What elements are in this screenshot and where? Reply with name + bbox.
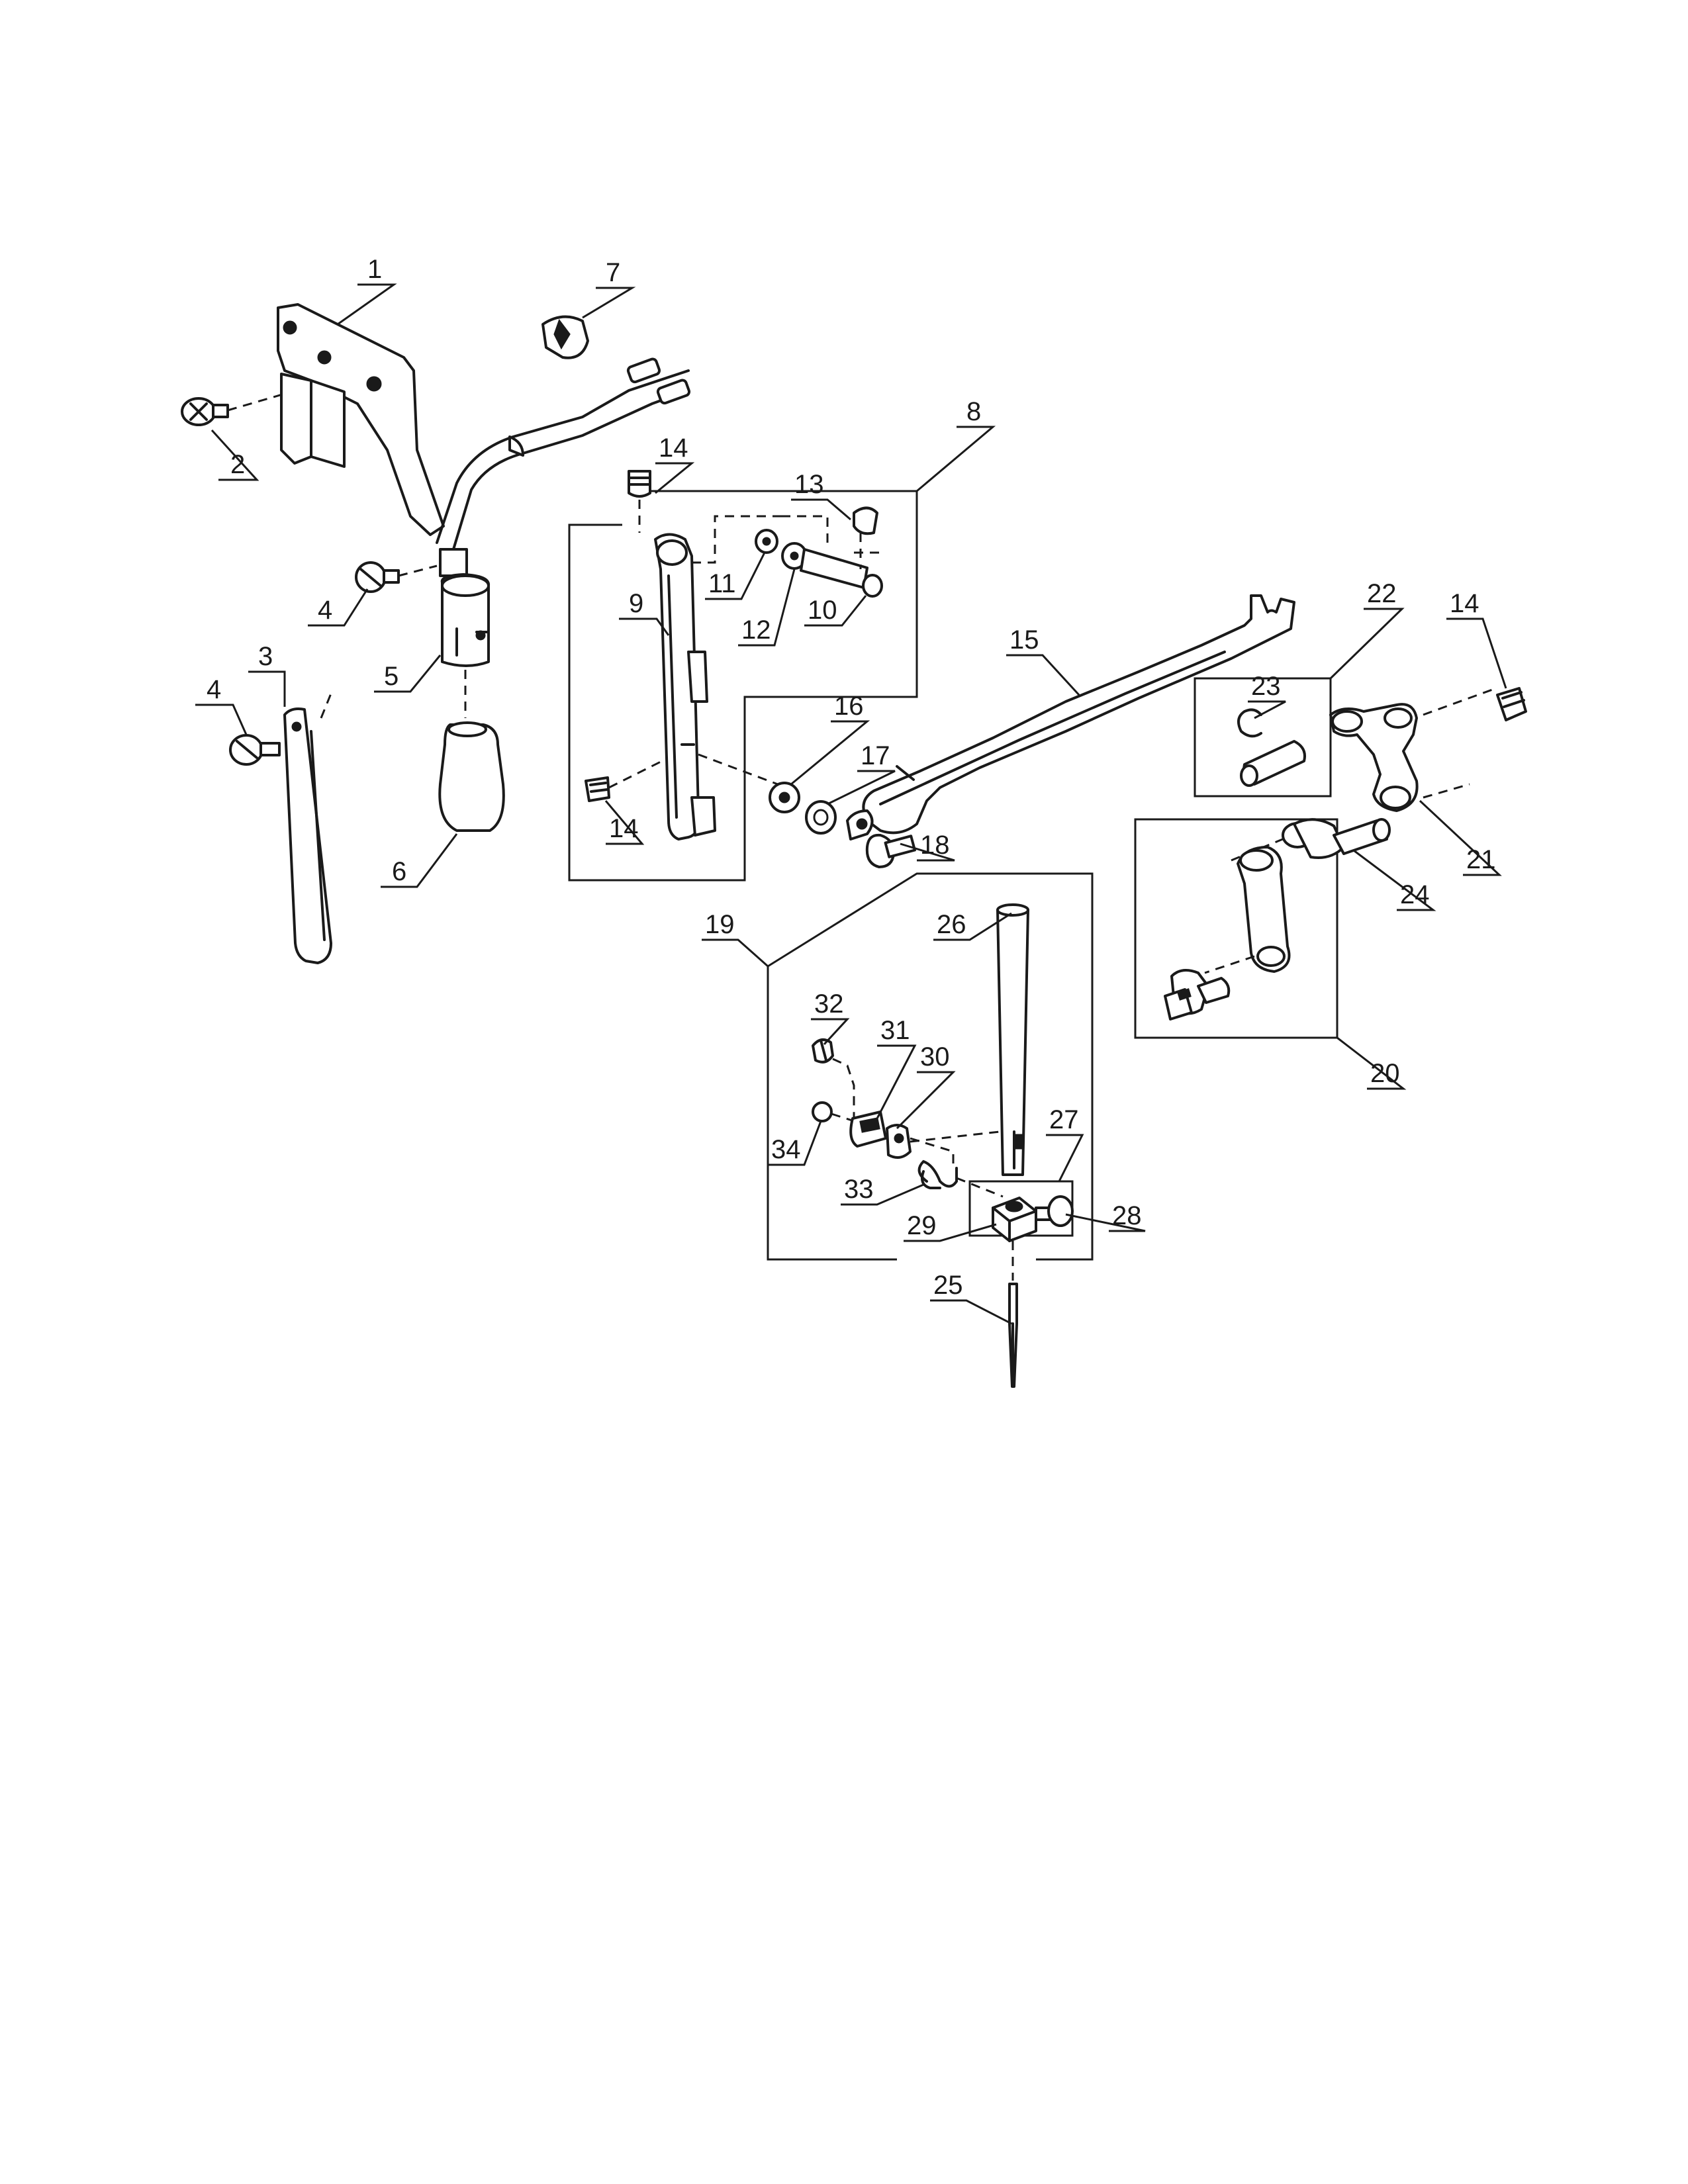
callout-14-right: 14	[1450, 589, 1479, 618]
callout-17: 17	[861, 741, 890, 770]
thread-guide-screw-34-part	[812, 1101, 878, 1130]
callout-14-lower: 14	[609, 814, 639, 843]
callout-7: 7	[606, 258, 620, 287]
callout-8: 8	[966, 397, 981, 426]
callout-12: 12	[741, 615, 771, 645]
callout-3: 3	[258, 642, 273, 671]
callout-1: 1	[367, 255, 382, 284]
callout-30: 30	[920, 1042, 950, 1071]
needle-clamp-29-part	[992, 1197, 1037, 1242]
group-frame-8	[568, 490, 918, 882]
callout-32: 32	[814, 989, 844, 1019]
callout-31: 31	[880, 1016, 910, 1045]
callout-26: 26	[937, 910, 966, 939]
needle-bar-guide-part	[654, 533, 716, 841]
washer-17-part	[805, 800, 837, 835]
callout-18: 18	[920, 831, 950, 860]
callout-27: 27	[1049, 1105, 1079, 1134]
lamp-bulb-part	[438, 721, 505, 832]
group-frame-20	[1134, 818, 1338, 1039]
needle-bar-part	[996, 903, 1029, 1176]
callout-22: 22	[1367, 579, 1397, 608]
callout-13: 13	[794, 470, 824, 499]
set-screw-upper-part	[628, 470, 651, 533]
crank-shaft-24-part	[1231, 818, 1391, 862]
thread-guide-screw-32-part	[812, 1038, 855, 1125]
callout-19: 19	[705, 910, 735, 939]
mounting-bracket-part	[277, 303, 445, 536]
callout-21: 21	[1466, 845, 1496, 874]
lamp-cover-strip-part	[283, 693, 332, 964]
thread-take-up-lever-part	[846, 594, 1295, 841]
stud-assembly-part	[692, 506, 883, 598]
set-screw-right-part	[1496, 687, 1527, 721]
set-screw-lower-part	[585, 760, 663, 802]
group-frame-19	[767, 872, 1094, 1261]
washer-16-part	[698, 753, 800, 813]
thread-guide-31-part	[849, 1111, 887, 1148]
thread-guide-wire-33-part	[917, 1160, 1004, 1198]
callout-11: 11	[708, 569, 736, 598]
socket-thumb-screw-part	[355, 561, 438, 593]
callout-25: 25	[933, 1271, 963, 1300]
callout-23: 23	[1251, 672, 1281, 701]
callout-6: 6	[392, 857, 406, 886]
callout-20: 20	[1370, 1059, 1400, 1088]
crank-arm-part	[1329, 687, 1497, 812]
thread-guide-30-part	[886, 1124, 1000, 1165]
callout-24: 24	[1400, 880, 1430, 909]
callout-16: 16	[834, 692, 864, 721]
snap-ring-23-part	[1237, 708, 1262, 738]
callout-4-lower: 4	[207, 675, 221, 704]
callout-2: 2	[230, 450, 245, 479]
callout-15: 15	[1009, 625, 1039, 655]
callout-5: 5	[384, 662, 399, 691]
needle-bar-connecting-stud-part	[1164, 969, 1231, 1021]
bracket-screw-part	[181, 392, 285, 426]
cover-thumb-screw-part	[229, 734, 281, 766]
callout-29: 29	[907, 1211, 937, 1240]
needle-clamp-screw-28-part	[1035, 1195, 1074, 1227]
callout-28: 28	[1112, 1201, 1142, 1230]
callout-4-upper: 4	[318, 596, 332, 625]
callout-33: 33	[844, 1175, 874, 1204]
lamp-cable-part	[436, 357, 691, 551]
callout-34: 34	[771, 1135, 801, 1164]
callout-10: 10	[808, 596, 837, 625]
needle-bar-crank-rod-part	[1204, 846, 1291, 974]
group-frame-22	[1194, 677, 1332, 797]
cable-clip-part	[541, 315, 589, 359]
needle-part	[1008, 1283, 1018, 1388]
crank-pin-part	[1240, 740, 1306, 787]
callout-leaders	[195, 283, 1507, 1325]
callout-9: 9	[629, 589, 643, 618]
lever-shoulder-screw-part	[865, 833, 916, 868]
callout-14-top: 14	[659, 433, 688, 463]
lamp-socket-part	[439, 548, 491, 718]
